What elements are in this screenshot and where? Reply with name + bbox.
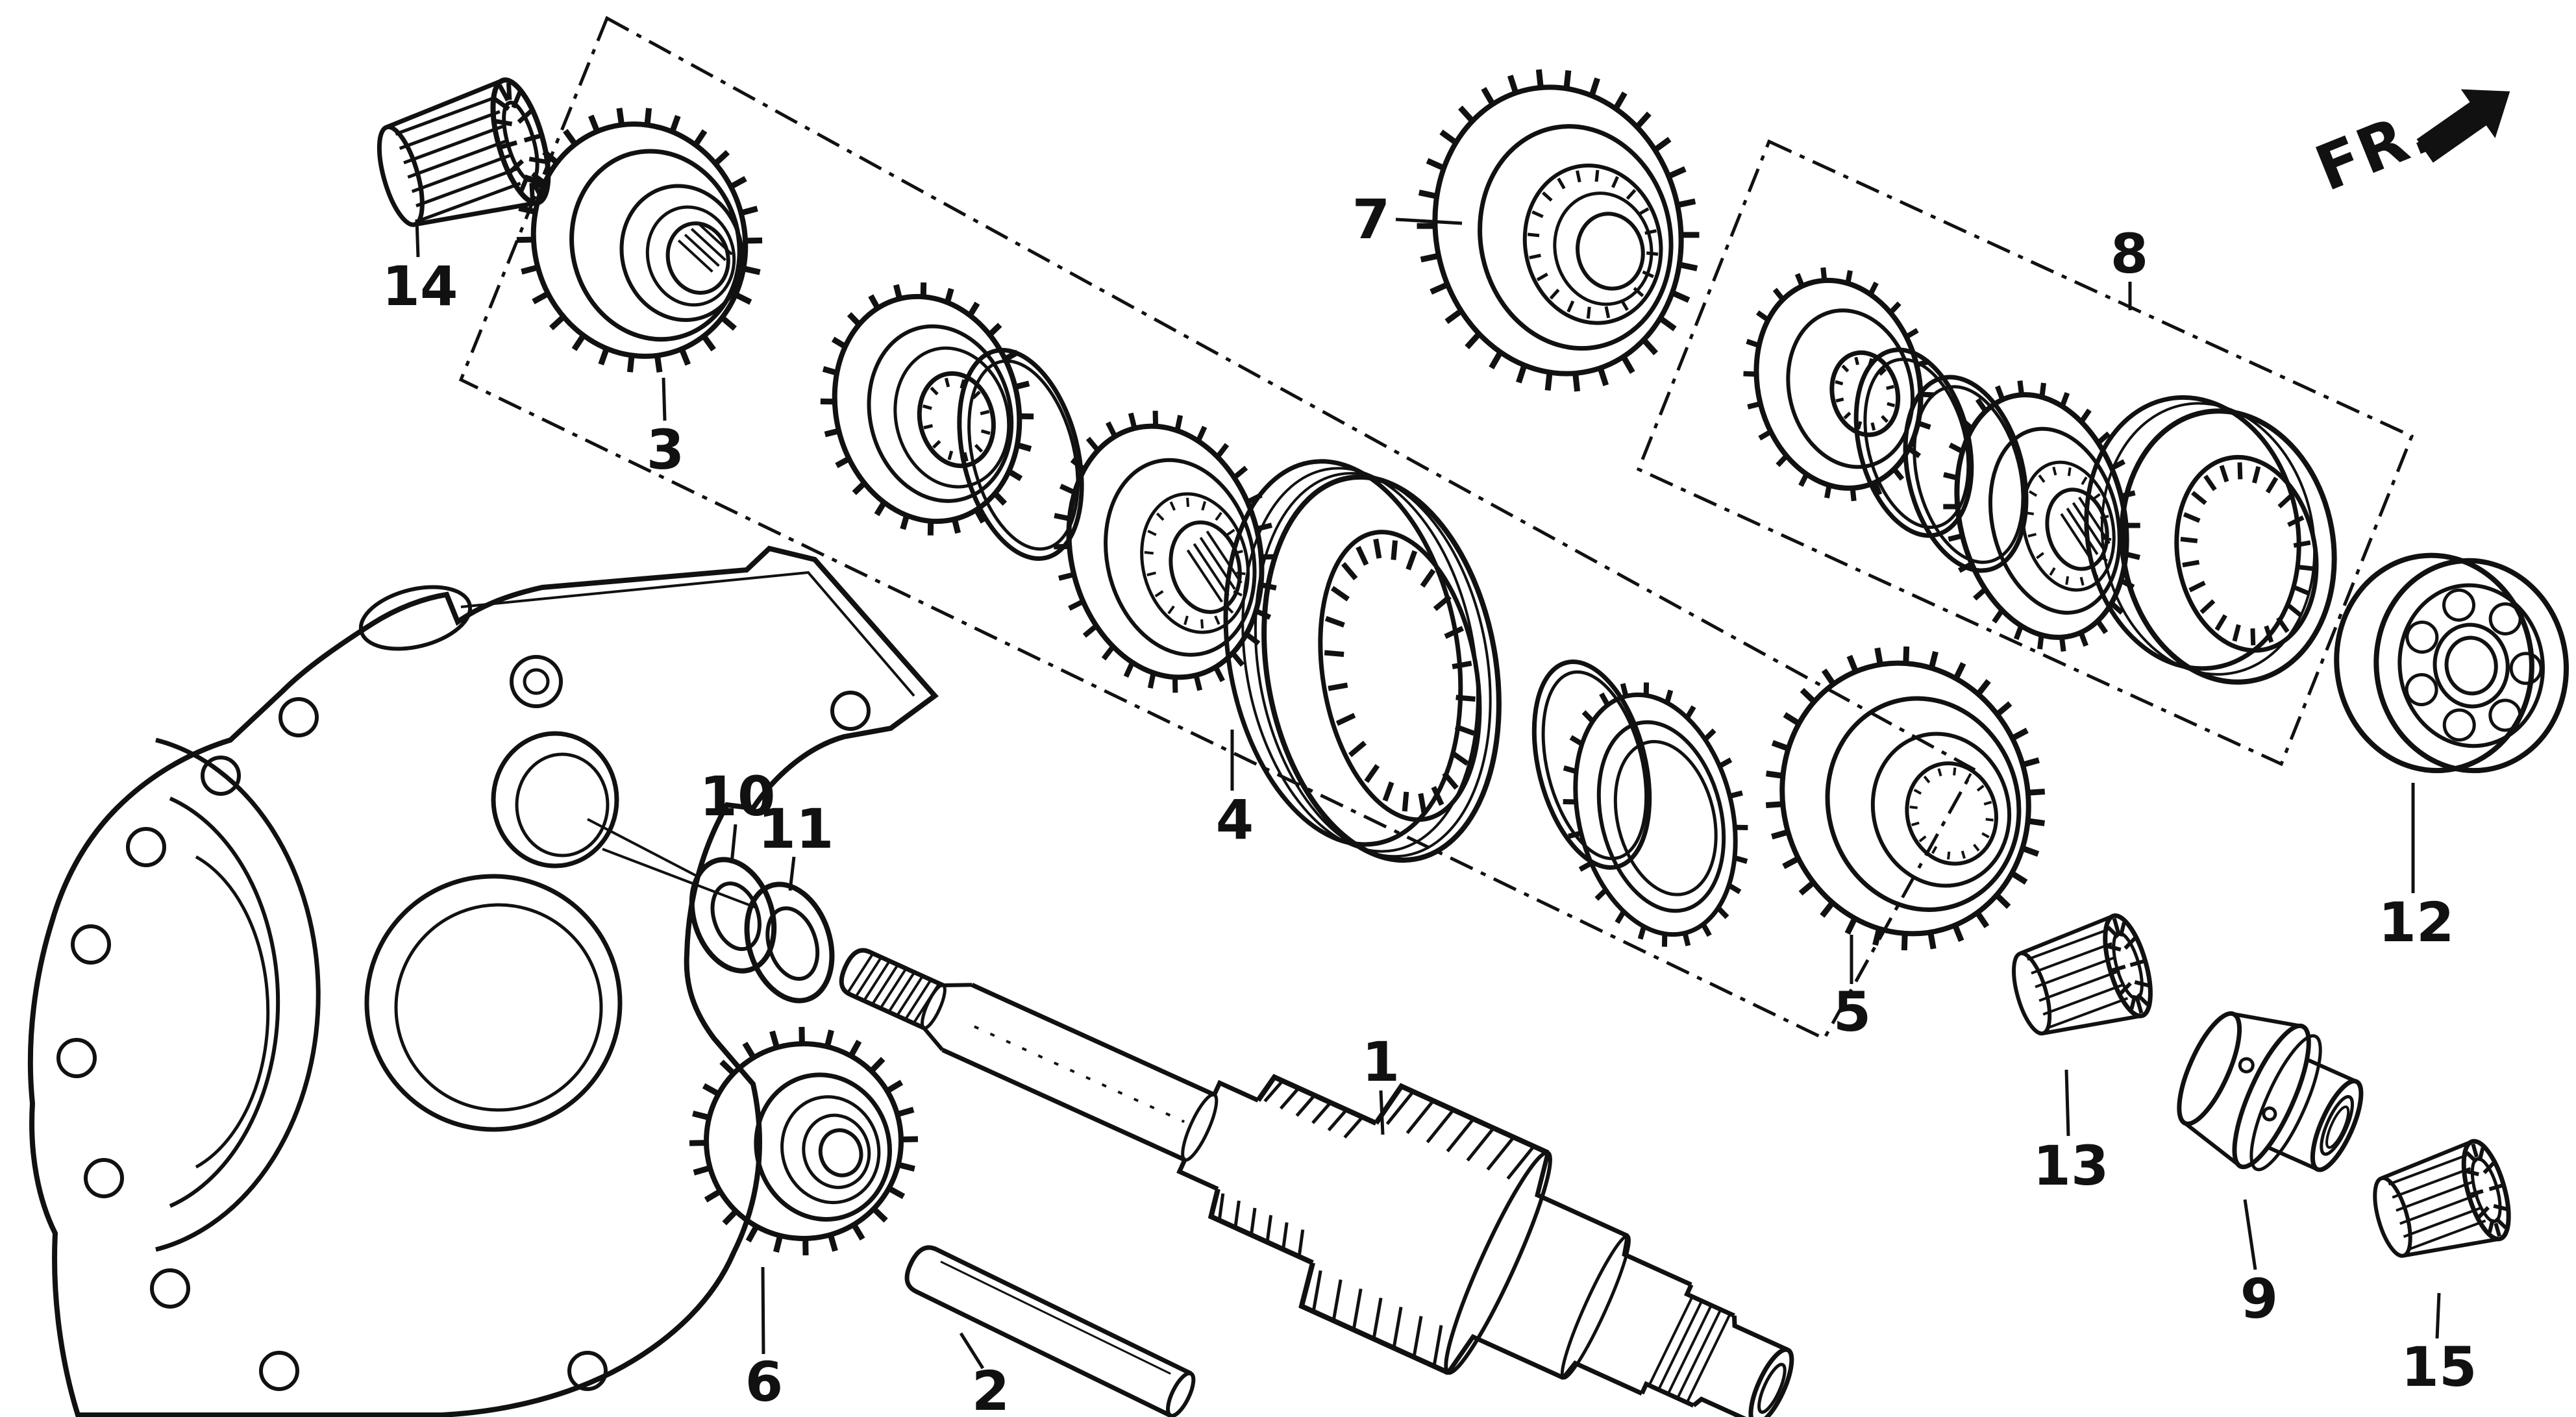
part-label-8: 8: [2111, 222, 2148, 286]
spacer-collar-9: [2177, 1011, 2364, 1172]
leader-lines: [415, 217, 2441, 1370]
fr-label: FR.: [2306, 93, 2444, 206]
part-labels: 1 2 3 4 5 6 7 8 9 10 11 12 13 14 15: [382, 188, 2477, 1417]
washer-10-guide-line: [587, 818, 700, 879]
bell-arc-inner: [195, 855, 270, 1169]
housing-lower-bore: [364, 874, 623, 1132]
part-label-15: 15: [2401, 1335, 2477, 1399]
synchro-hub-4: [820, 282, 1034, 536]
part-label-2: 2: [972, 1359, 1009, 1417]
needle-bearing-15: [2373, 1139, 2511, 1258]
spring-ring-4: [957, 347, 1084, 561]
gear-6: [689, 1026, 919, 1256]
bell-arc-outer: [155, 737, 321, 1252]
gear-3: [516, 107, 763, 373]
part-label-5: 5: [1833, 980, 1871, 1044]
ball-bearing-12: [2334, 552, 2569, 774]
housing-oval-hole: [358, 585, 473, 651]
thrust-washer-11: [744, 881, 835, 1004]
bell-arc-mid: [169, 796, 280, 1208]
bearing-balls: [2405, 588, 2543, 742]
fr-direction-marker: FR.: [2306, 89, 2510, 206]
synchro-group-8-boundary: [1636, 139, 2414, 767]
thrust-washer-10: [689, 857, 777, 974]
needle-bearing-13: [2012, 913, 2153, 1036]
spring-ring-8a: [1853, 347, 1974, 538]
housing-lower-bore-inner: [394, 903, 603, 1112]
part-label-7: 7: [1352, 188, 1390, 251]
spring-ring-8b: [1903, 375, 2029, 573]
part-label-9: 9: [2240, 1267, 2278, 1331]
gear-3rd-in-group-4: [1054, 410, 1277, 693]
housing-bolt-holes: [56, 691, 871, 1391]
spindle-rod-2: [904, 1245, 1196, 1417]
transmission-housing: [27, 545, 939, 1417]
synchro-hub-8: [1743, 267, 1934, 502]
synchro-group-4-boundary: [458, 16, 1976, 1041]
part-label-12: 12: [2379, 891, 2455, 954]
part-label-13: 13: [2033, 1134, 2109, 1198]
mainshaft-1: [839, 948, 1794, 1417]
synchro-sleeve-4: [1223, 459, 1502, 863]
part-label-3: 3: [647, 418, 684, 482]
gasket-flange-inner-line: [460, 571, 915, 697]
part-label-4: 4: [1216, 788, 1254, 852]
washer-11-guide-line: [602, 848, 756, 909]
gear-5: [1765, 646, 2046, 951]
fr-arrow-icon: [2416, 89, 2510, 163]
housing-shaft-bore: [491, 731, 619, 869]
housing-shaft-bore-inner: [515, 752, 610, 857]
part-label-10: 10: [700, 765, 776, 828]
part-label-11: 11: [758, 797, 834, 861]
part-label-6: 6: [745, 1350, 783, 1414]
part-label-14: 14: [382, 254, 458, 318]
synchro-sleeve-8: [2084, 395, 2337, 685]
part-label-1: 1: [1362, 1030, 1400, 1094]
bolt-boss: [510, 655, 563, 708]
blocker-ring-4: [1563, 682, 1748, 947]
gear-7: [1417, 69, 1700, 392]
bolt-boss-hole: [523, 668, 550, 695]
needle-bearing-14: [377, 77, 551, 227]
